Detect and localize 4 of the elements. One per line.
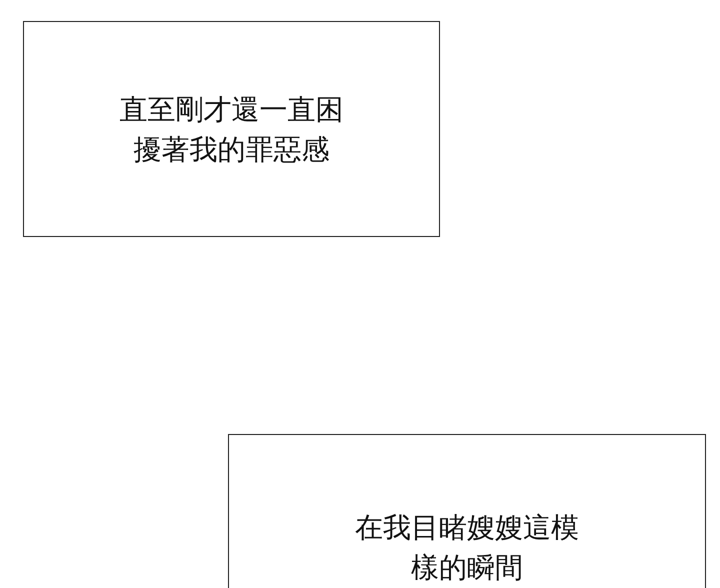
caption-box bbox=[228, 434, 706, 588]
caption-box bbox=[23, 21, 440, 237]
caption-text: 在我目睹嫂嫂這模樣的瞬間 bbox=[354, 510, 580, 586]
caption-text: 直至剛才還一直困擾著我的罪惡感 bbox=[118, 92, 344, 168]
